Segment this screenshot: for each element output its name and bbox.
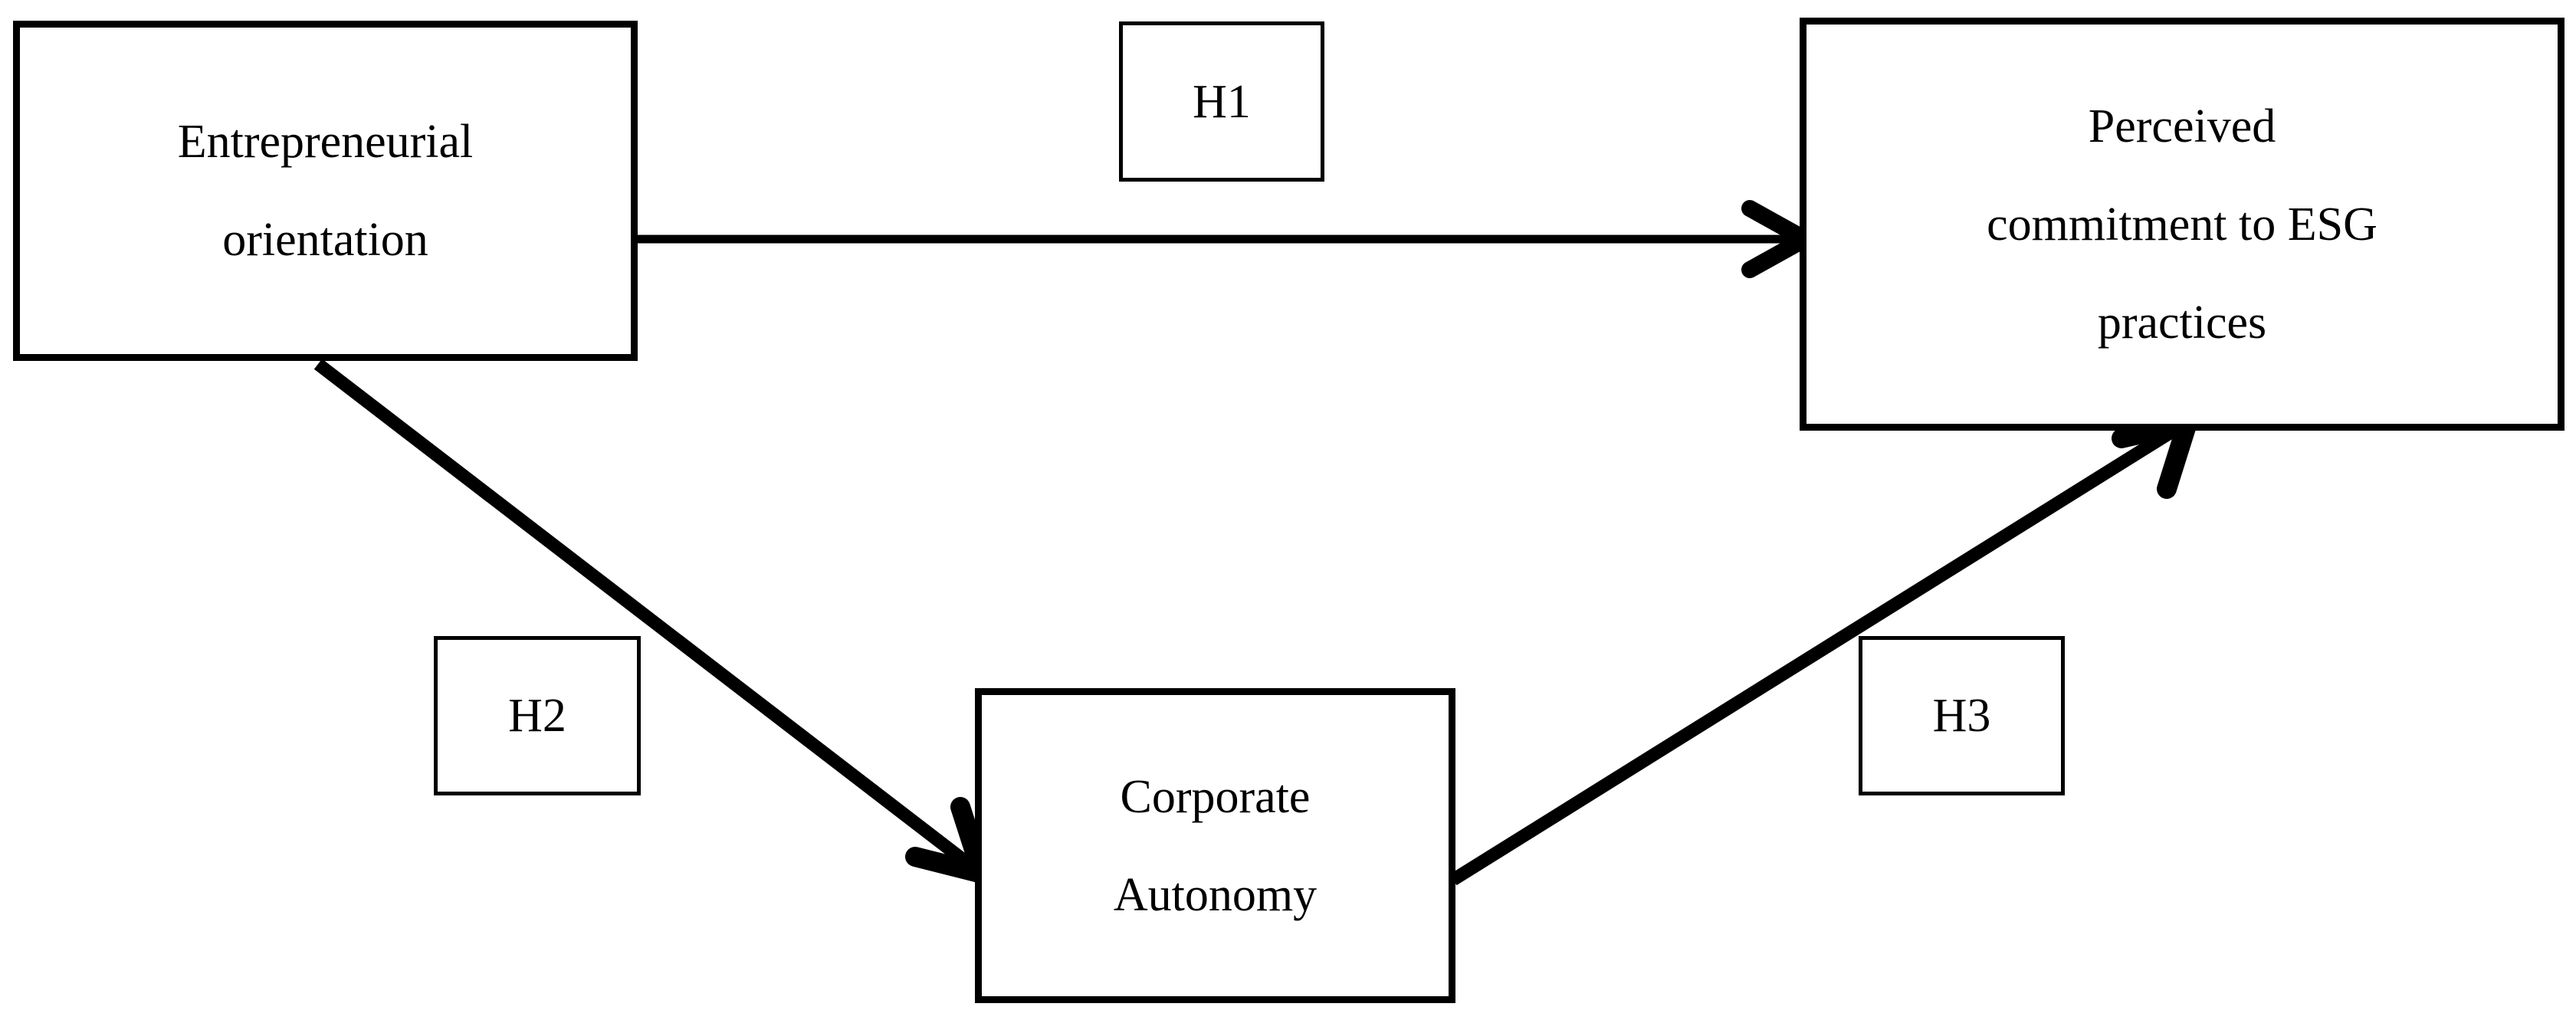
hypothesis-label-text: H2 — [508, 690, 566, 742]
hypothesis-label-text: H3 — [1932, 690, 1991, 742]
node-label-line: commitment to ESG — [1987, 198, 2377, 251]
arrow-h1 — [636, 200, 1823, 278]
node-corporate-autonomy[interactable]: Corporate Autonomy — [975, 688, 1455, 1003]
node-label-line: Corporate — [1120, 770, 1311, 823]
hypothesis-label-h3[interactable]: H3 — [1859, 636, 2065, 795]
node-label-line: Entrepreneurial — [177, 116, 474, 168]
node-label-line: practices — [2097, 296, 2267, 349]
arrow-h2 — [313, 359, 997, 888]
arrow-h3 — [1449, 409, 2203, 886]
hypothesis-label-h1[interactable]: H1 — [1119, 21, 1324, 182]
node-label-line: Perceived — [2088, 100, 2276, 152]
node-perceived-commitment-esg[interactable]: Perceived commitment to ESG practices — [1800, 18, 2565, 431]
node-label-line: Autonomy — [1113, 868, 1318, 921]
arrow-h2-shaft — [313, 359, 985, 878]
node-entrepreneurial-orientation[interactable]: Entrepreneurial orientation — [13, 21, 638, 361]
node-label-line: orientation — [222, 214, 428, 266]
hypothesis-label-h2[interactable]: H2 — [434, 636, 641, 795]
hypothesis-label-text: H1 — [1193, 75, 1251, 128]
arrow-h3-shaft — [1449, 417, 2190, 886]
